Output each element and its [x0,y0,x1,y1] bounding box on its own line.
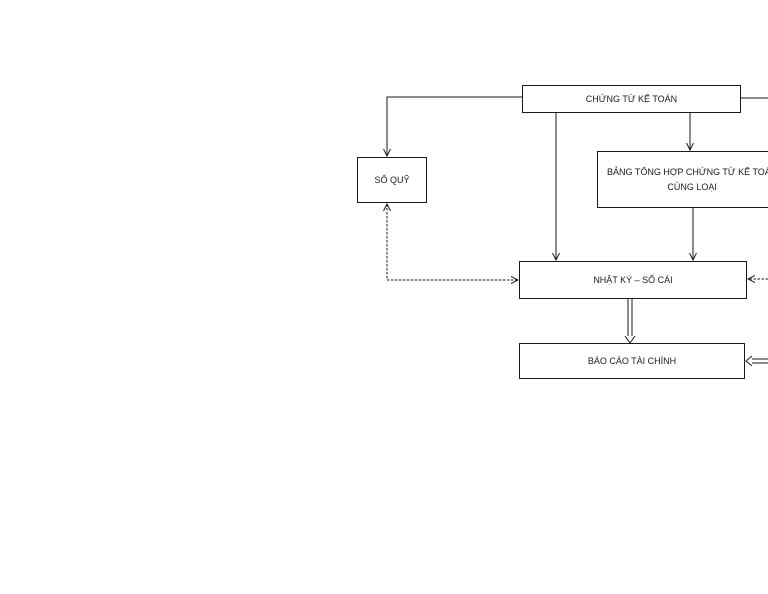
node-so-quy: SỔ QUỸ [357,157,427,203]
double-arrowhead-right-to-baocao [745,355,753,367]
node-bang-tong-hop-line1: BẢNG TỔNG HỢP CHỨNG TỪ KẾ TOÁN [607,166,768,177]
arrow-chungtu-to-soquy [387,96,522,156]
node-so-quy-label: SỔ QUỸ [374,174,410,185]
double-arrowhead-to-baocao [624,335,636,344]
double-arrow-nhatky-to-baocao [627,299,633,336]
dashed-arrowhead-to-soquy [383,202,391,212]
node-nhat-ky-so-cai: NHẬT KÝ – SỔ CÁI [519,261,747,299]
double-arrow-right-to-baocao [752,358,768,364]
node-bang-tong-hop: BẢNG TỔNG HỢP CHỨNG TỪ KẾ TOÁN CÙNG LOẠI [597,151,768,208]
node-chung-tu-ke-toan: CHỨNG TỪ KẾ TOÁN [522,85,741,113]
node-bang-tong-hop-text: BẢNG TỔNG HỢP CHỨNG TỪ KẾ TOÁN CÙNG LOẠI [607,165,768,195]
node-nhat-ky-label: NHẬT KÝ – SỔ CÁI [593,274,673,285]
node-bao-cao-label: BÁO CÁO TÀI CHÍNH [587,355,677,366]
node-chung-tu-label: CHỨNG TỪ KẾ TOÁN [585,93,678,104]
node-bao-cao-tai-chinh: BÁO CÁO TÀI CHÍNH [519,343,745,379]
dashed-link-soquy-nhatky [386,204,518,280]
node-bang-tong-hop-line2: CÙNG LOẠI [667,181,717,192]
